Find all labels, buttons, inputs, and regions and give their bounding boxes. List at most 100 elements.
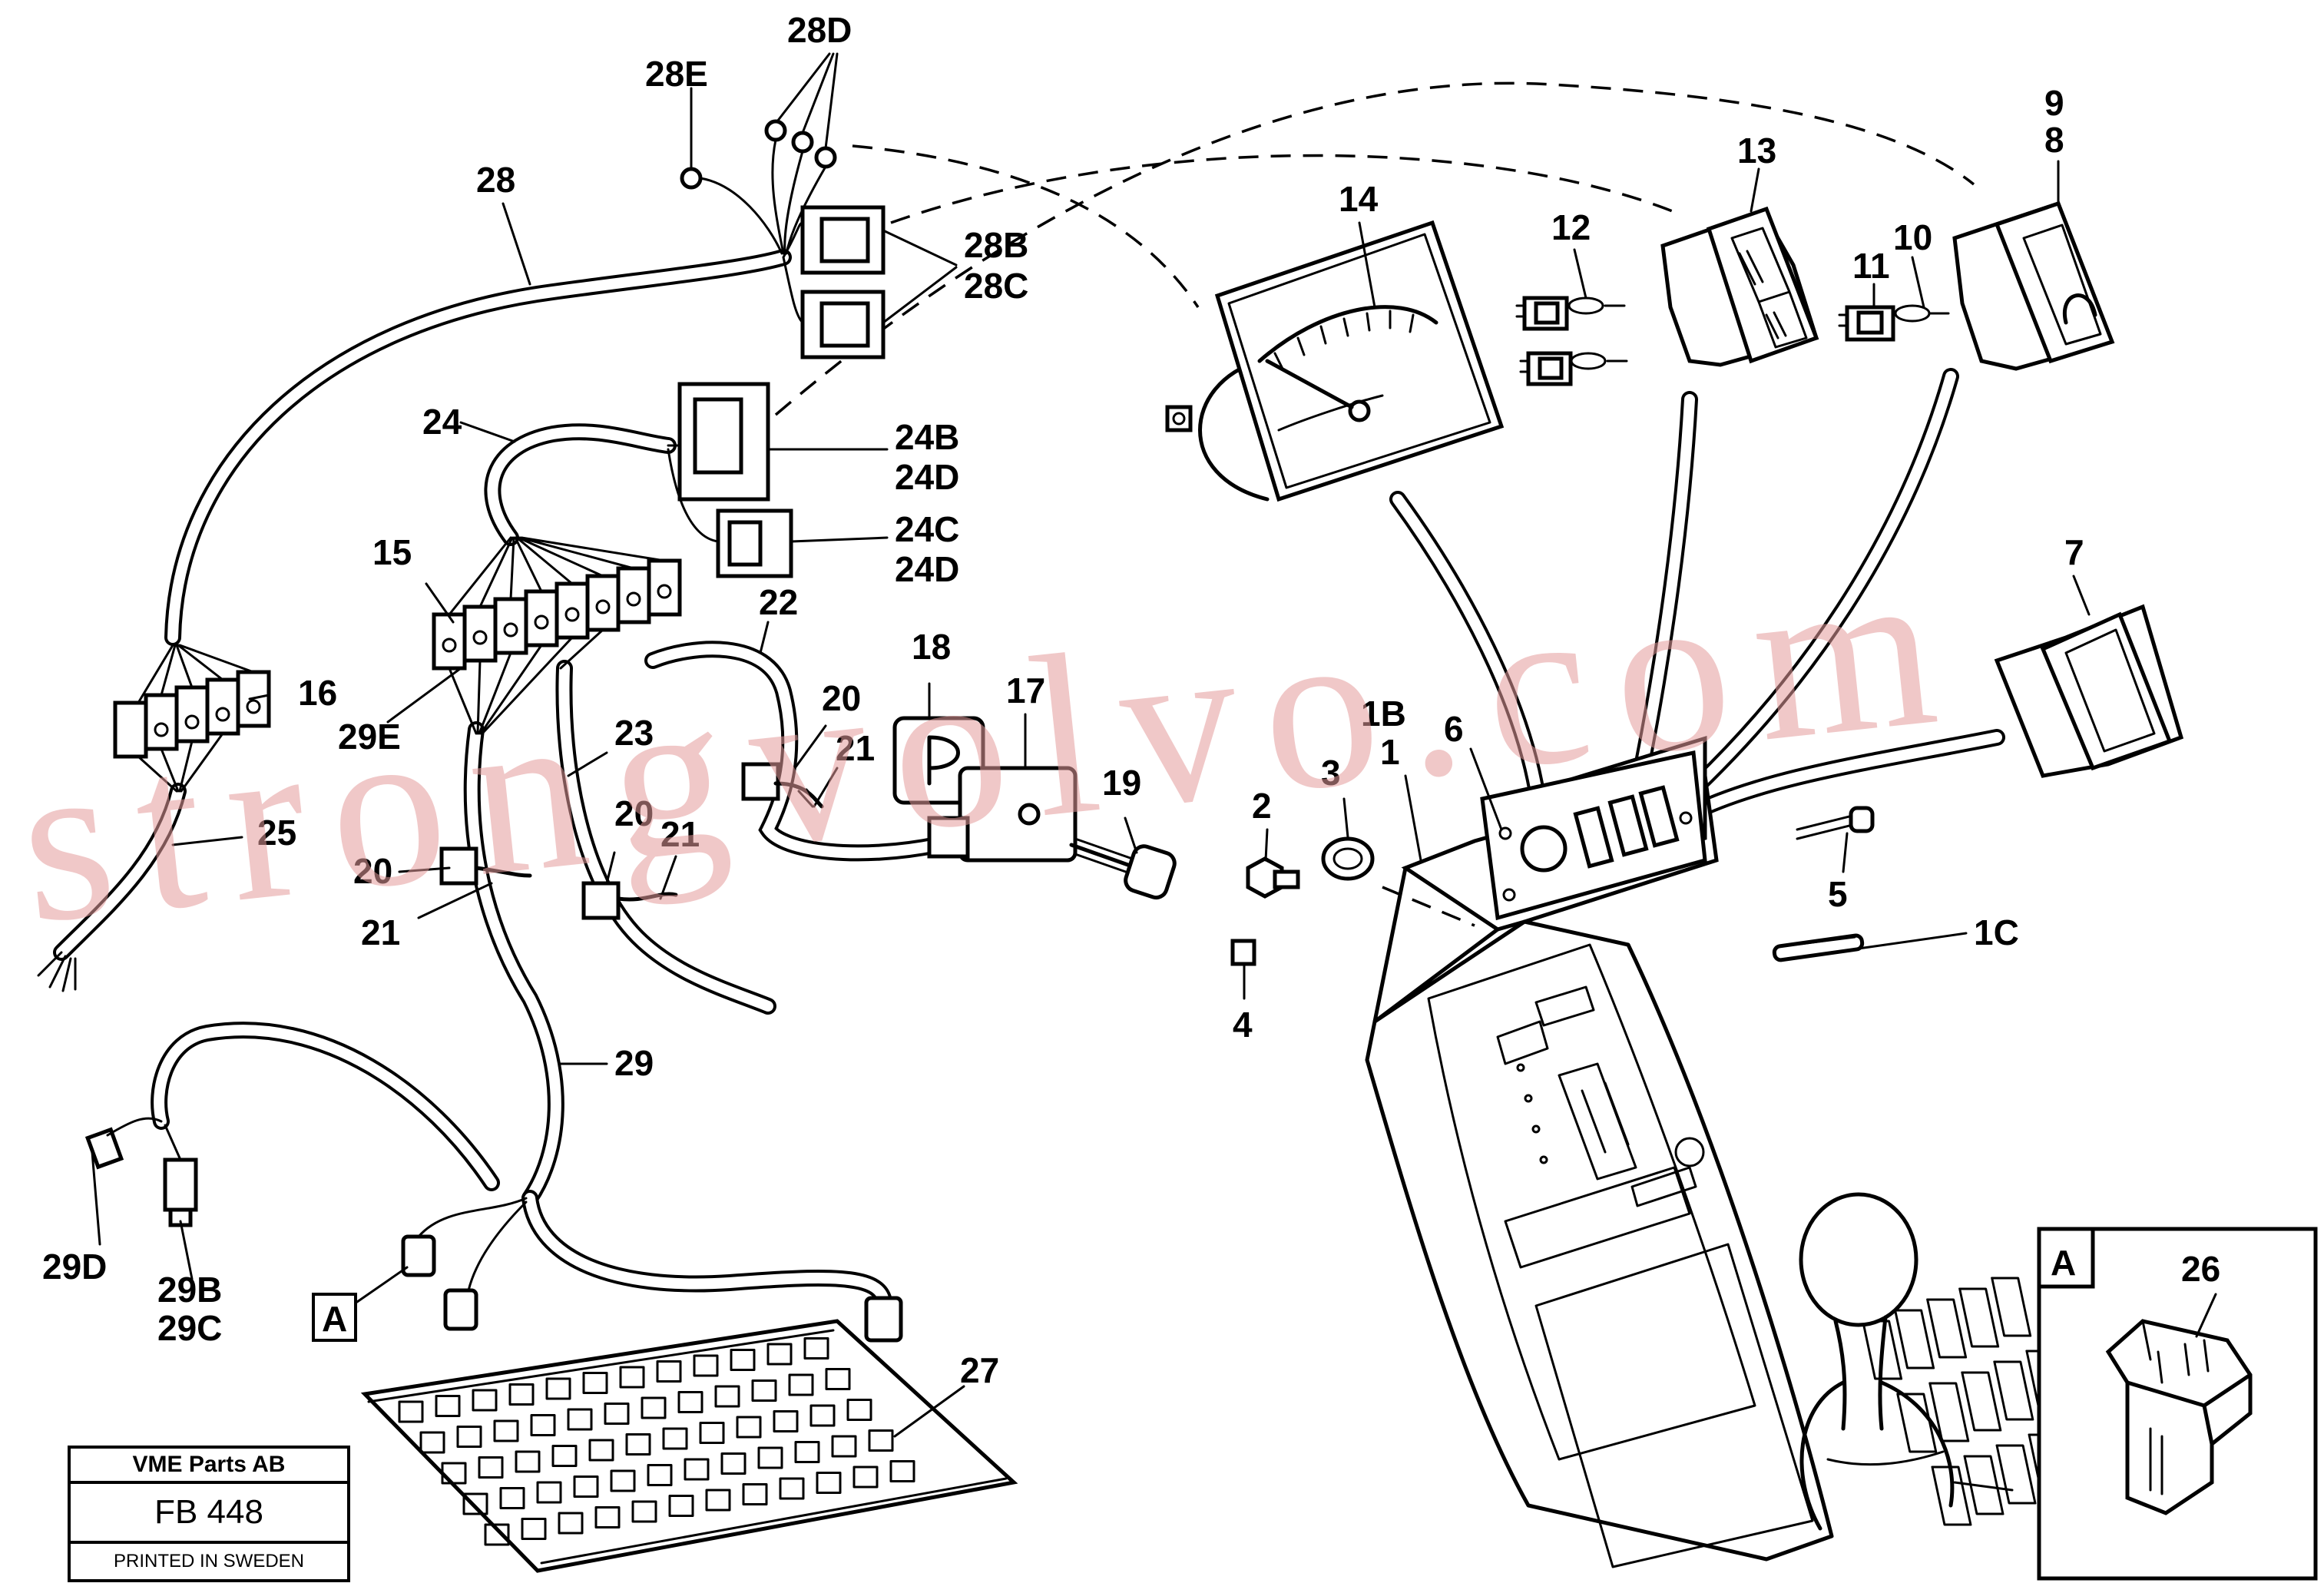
board-component: [551, 1445, 578, 1467]
board-component: [499, 1487, 525, 1509]
board-component: [647, 1464, 673, 1486]
detail-box-a: [2037, 1227, 2318, 1581]
callout-20-upper: 20: [822, 678, 861, 718]
callout-13: 13: [1737, 131, 1776, 171]
board-component: [852, 1465, 879, 1489]
callout-24d-lower: 24D: [895, 549, 959, 589]
board-component: [656, 1360, 682, 1383]
callout-4: 4: [1233, 1005, 1253, 1045]
grommet-3: [1321, 836, 1375, 881]
board-component: [530, 1414, 556, 1436]
board-component: [889, 1460, 915, 1482]
callout-labels: 28D 28E 28 28B 28C 24 24B 24D 24C 24D 15…: [42, 10, 2220, 1390]
callout-23: 23: [614, 713, 654, 753]
board-component: [515, 1450, 541, 1473]
board-component: [641, 1396, 667, 1419]
connector-plug-middle: [443, 1288, 478, 1331]
connector-29d: [84, 1117, 163, 1170]
switch-13: [1660, 206, 1819, 367]
board-component: [588, 1439, 614, 1462]
callout-29: 29: [614, 1043, 654, 1083]
title-company: VME Parts AB: [71, 1449, 347, 1484]
connector-24b: [677, 382, 770, 502]
board-component: [693, 1354, 719, 1377]
callout-21-upper: 21: [836, 728, 875, 768]
console-key: [1894, 1309, 1935, 1369]
callout-18: 18: [912, 627, 951, 667]
clip-20-upper: [741, 762, 824, 809]
indicator-lamp-7: [1994, 604, 2184, 778]
board-component: [742, 1483, 768, 1505]
title-printed: PRINTED IN SWEDEN: [113, 1551, 304, 1571]
callout-2: 2: [1252, 786, 1272, 826]
board-component: [751, 1379, 777, 1402]
bulb-holder-11: [1838, 304, 1950, 342]
console-key: [1931, 1465, 1972, 1526]
board-component: [816, 1472, 842, 1494]
callout-28c: 28C: [964, 266, 1028, 306]
board-component: [567, 1408, 593, 1431]
screw-5: [1796, 806, 1875, 840]
board-component: [521, 1518, 547, 1540]
callout-5: 5: [1828, 874, 1848, 914]
ring-terminal-28e: [680, 167, 783, 255]
board-component: [773, 1410, 799, 1432]
lens-1c: [1772, 933, 1865, 962]
bolt-19: [1069, 837, 1177, 900]
title-block: VME Parts AB FB 448 PRINTED IN SWEDEN: [68, 1446, 350, 1582]
board-component: [794, 1441, 820, 1463]
callout-6: 6: [1444, 709, 1464, 749]
connector-24c: [716, 508, 793, 578]
board-component: [766, 1343, 793, 1366]
board-component: [582, 1372, 608, 1394]
board-component: [868, 1429, 894, 1452]
connector-28b: [800, 205, 886, 275]
dashed-link-28b-to-13: [890, 154, 1683, 224]
board-component: [508, 1383, 535, 1406]
watermark: strongvolvo.com: [9, 514, 1972, 972]
board-component: [558, 1512, 584, 1535]
callout-1c: 1C: [1974, 912, 2019, 952]
callout-11: 11: [1852, 246, 1890, 286]
gauge-14: [1165, 220, 1505, 502]
callout-7: 7: [2064, 532, 2084, 572]
connector-plug-right: [864, 1296, 903, 1343]
dashed-link-24b-to-9: [774, 81, 1975, 416]
callout-24b: 24B: [895, 417, 959, 457]
console-key: [1991, 1277, 2032, 1337]
callout-29c: 29C: [157, 1308, 222, 1348]
callout-1b: 1B: [1361, 694, 1406, 734]
board-component: [472, 1389, 498, 1412]
clip-20-middle: [439, 846, 532, 886]
callout-28d: 28D: [787, 10, 852, 50]
board-component: [619, 1366, 645, 1389]
clip-20-lower: [581, 881, 678, 920]
board-component: [736, 1416, 762, 1439]
board-component: [398, 1400, 424, 1423]
callout-21-lower: 21: [660, 814, 700, 854]
callout-21-middle: 21: [361, 912, 400, 952]
board-component: [610, 1469, 636, 1492]
dash-console-1: [1365, 736, 2101, 1568]
board-component: [809, 1404, 836, 1427]
detail-item-26: 26: [2181, 1249, 2220, 1289]
callout-10: 10: [1893, 217, 1932, 257]
callout-29e: 29E: [338, 717, 401, 757]
callout-24d-upper: 24D: [895, 457, 959, 497]
ring-terminals-28d: [764, 119, 837, 255]
callout-24c: 24C: [895, 509, 959, 549]
board-component: [536, 1481, 562, 1504]
board-component: [788, 1373, 814, 1396]
board-component: [714, 1385, 740, 1408]
board-component: [604, 1403, 630, 1425]
console-key: [1961, 1371, 2002, 1432]
board-component: [705, 1489, 731, 1512]
callout-22: 22: [759, 582, 798, 622]
board-component: [478, 1456, 504, 1479]
connector-26: [2105, 1319, 2253, 1515]
board-component: [573, 1475, 599, 1498]
terminal-block-15: [432, 536, 682, 735]
board-component: [493, 1419, 519, 1442]
bulb-holder-12: [1515, 296, 1628, 386]
callout-1: 1: [1380, 732, 1400, 772]
